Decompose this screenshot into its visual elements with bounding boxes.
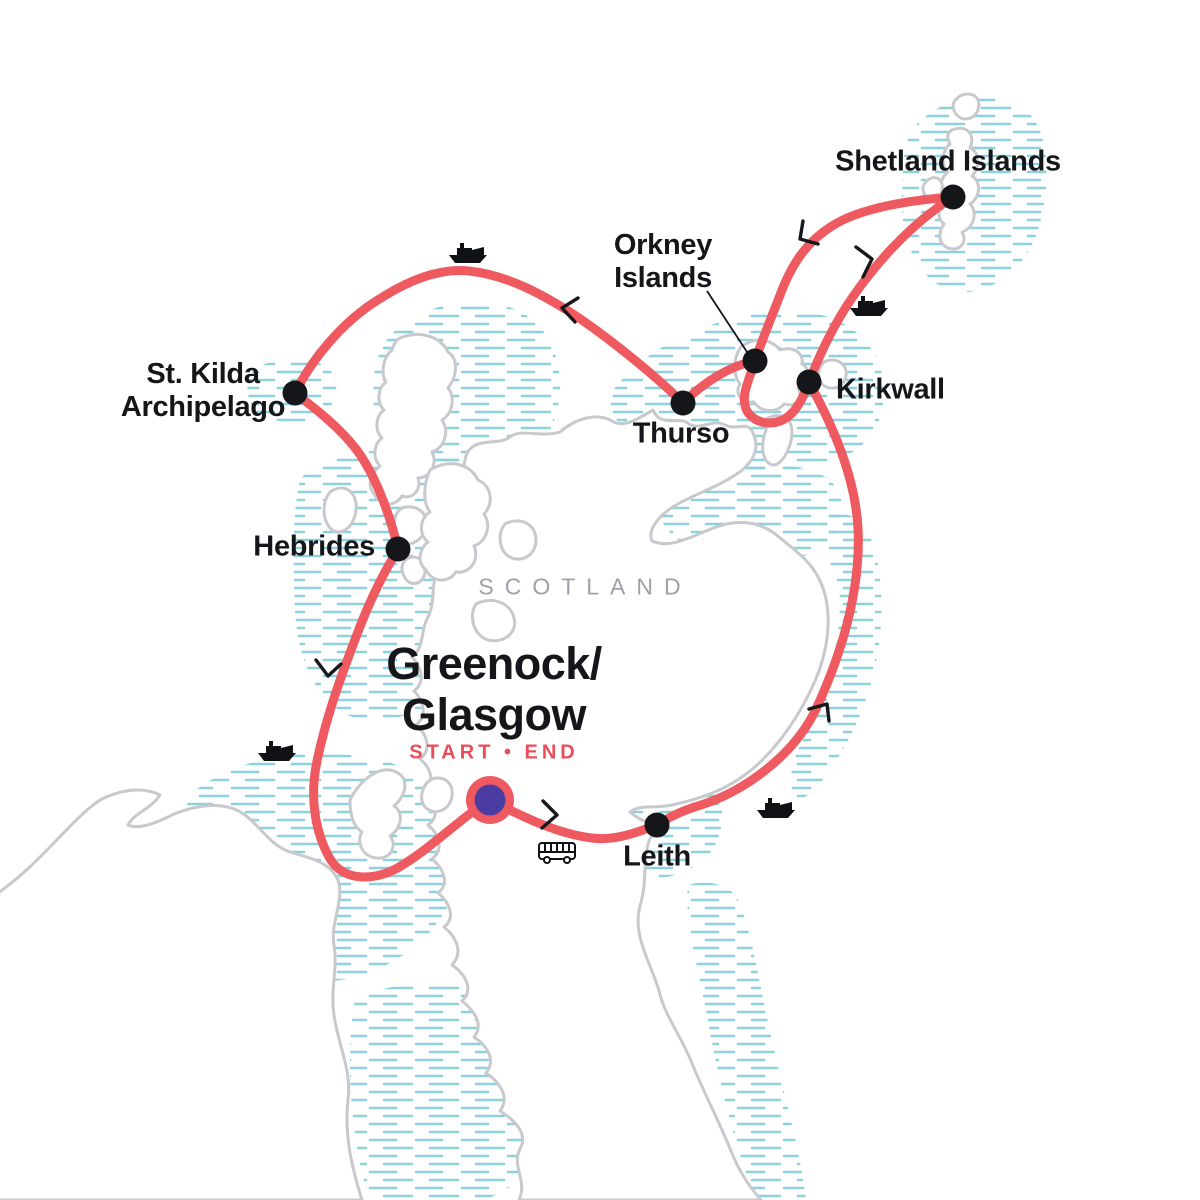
coast-inner-isle (498, 519, 538, 561)
coast-shetland-north-isle (951, 92, 981, 121)
coast-skye (418, 462, 492, 582)
label-kirkwall: Kirkwall (836, 373, 945, 406)
coast-islay-jura (348, 768, 407, 860)
coast-uist-west (322, 486, 358, 534)
stop-markers (282, 184, 966, 838)
stop-dot-hebrides (385, 536, 411, 562)
coast-orkney-east-isle (816, 358, 848, 390)
chevron-arrow-icon-to-shetland (854, 245, 874, 279)
coast-mull (471, 599, 517, 643)
label-shetland-islands: Shetland Islands (835, 145, 1061, 178)
route-west-grand-loop (289, 266, 688, 882)
stop-dot-kirkwall (796, 369, 822, 395)
ferry-icon-west (258, 741, 296, 761)
chevron-arrow-icon-to-leith (540, 799, 559, 830)
route-kirkwall-shetland (804, 192, 958, 387)
route-shetland-orkney (750, 192, 958, 366)
stop-dot-shetland (940, 184, 966, 210)
coastline-layer (0, 92, 981, 1200)
chevron-arrow-icon-from-shetland (798, 219, 820, 246)
bus-icon (538, 842, 576, 864)
coast-ireland (0, 788, 364, 1200)
stop-dot-thurso (670, 390, 696, 416)
chevron-arrow-icon-southwest (314, 658, 343, 678)
label-st-kilda-archipelago: St. Kilda Archipelago (120, 358, 286, 423)
start-end-subtitle: START • END (409, 741, 579, 764)
orkney-leader-line (706, 290, 750, 356)
route-kirkwall-leith (652, 377, 863, 830)
label-leith: Leith (623, 840, 691, 873)
label-orkney-islands: Orkney Islands (613, 229, 713, 294)
chevron-arrow-icon-west (560, 296, 580, 324)
label-greenock-glasgow: Greenock/ Glasgow (386, 638, 602, 740)
coast-scotland-mainland (410, 408, 830, 1200)
region-label-scotland: SCOTLAND (478, 573, 692, 600)
start-end-marker (466, 776, 514, 824)
coast-arran (420, 776, 454, 813)
route-orkney-kirkwall-loop (739, 356, 814, 428)
water-east-coast-south (687, 882, 806, 1200)
stop-dot-leith (644, 812, 670, 838)
ferry-icon-north (449, 243, 487, 263)
stop-dot-st-kilda (282, 380, 308, 406)
chevron-arrow-icon-north-east-coast (807, 702, 831, 723)
ferry-icon-east (757, 798, 795, 818)
label-thurso: Thurso (632, 417, 730, 450)
direction-arrows (314, 219, 874, 830)
label-hebrides: Hebrides (253, 530, 375, 563)
stop-dot-orkney (742, 348, 768, 374)
route-leith-greenock (485, 795, 662, 844)
